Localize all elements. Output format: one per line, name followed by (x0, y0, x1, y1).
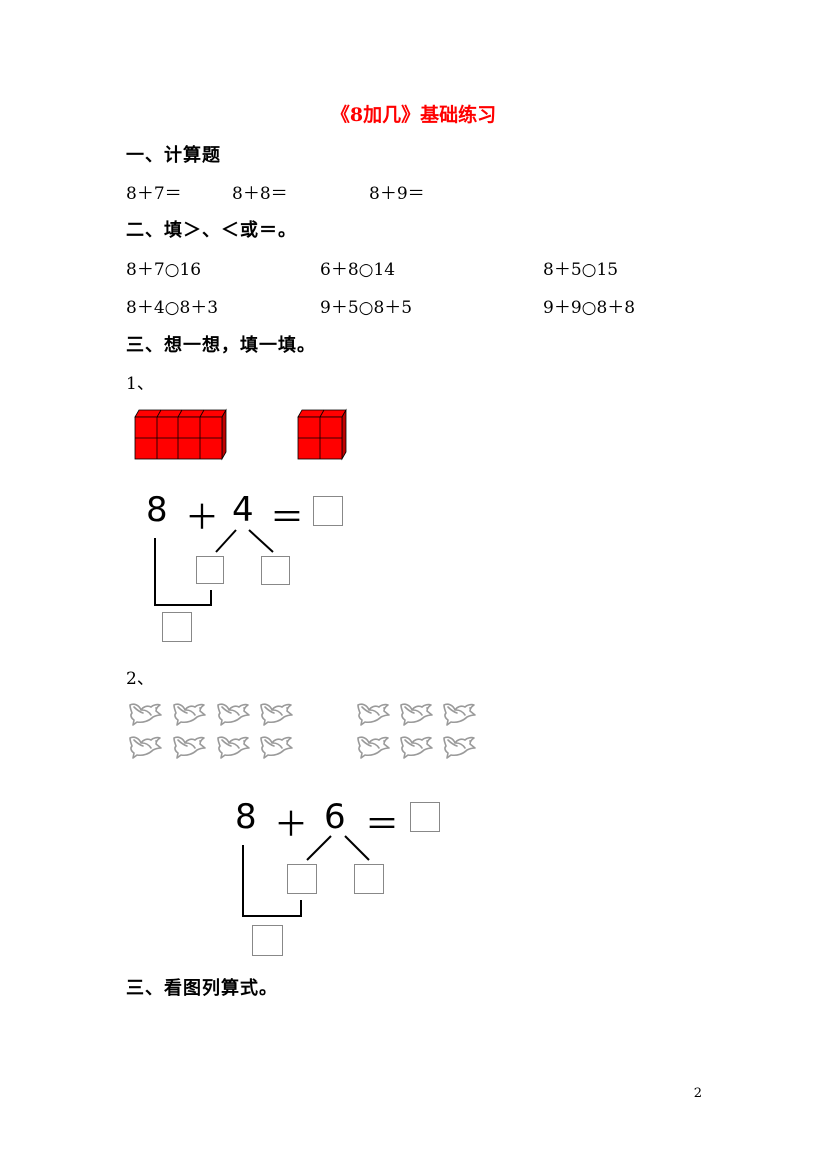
compare-item: 6＋8○14 (320, 260, 396, 280)
section-heading-compare: 二、填＞、＜或＝。 (126, 220, 297, 241)
problem-label: 1、 (126, 374, 154, 394)
answer-box[interactable] (196, 556, 224, 584)
section-heading-calc: 一、计算题 (126, 145, 221, 166)
cube-group-four (297, 408, 347, 461)
problem-label: 2、 (126, 669, 154, 689)
equation-equals: ＝ (270, 498, 304, 538)
compare-item: 9＋9○8＋8 (543, 298, 636, 318)
answer-box[interactable] (261, 556, 290, 585)
equation-equals: ＝ (365, 805, 399, 845)
compare-item: 8＋5○15 (543, 260, 619, 280)
compare-item: 8＋4○8＋3 (126, 298, 219, 318)
equation-term: 6 (324, 797, 346, 837)
calc-item: 8＋7＝ (126, 184, 182, 204)
page-number: 2 (693, 1086, 702, 1101)
equation-term: 8 (146, 490, 168, 530)
decomposition-lines-1 (154, 529, 274, 606)
page-title: 《8加几》基础练习 (330, 104, 497, 126)
answer-box[interactable] (410, 802, 440, 832)
cube-group-eight (134, 408, 227, 461)
decomposition-lines-2 (242, 835, 370, 917)
answer-box[interactable] (313, 496, 343, 526)
equation-term: 8 (235, 797, 257, 837)
answer-box[interactable] (252, 925, 283, 956)
compare-item: 9＋5○8＋5 (320, 298, 413, 318)
calc-item: 8＋9＝ (369, 184, 425, 204)
answer-box[interactable] (287, 864, 317, 894)
section-heading-think: 三、想一想，填一填。 (126, 335, 316, 356)
calc-item: 8＋8＝ (232, 184, 288, 204)
answer-box[interactable] (162, 612, 192, 642)
equation-operator: ＋ (274, 805, 308, 845)
dove-group-right (357, 703, 476, 759)
compare-item: 8＋7○16 (126, 260, 202, 280)
dove-group-left (129, 703, 293, 759)
equation-term: 4 (232, 490, 254, 530)
answer-box[interactable] (354, 864, 384, 894)
equation-operator: ＋ (185, 498, 219, 538)
section-heading-picture: 三、看图列算式。 (126, 978, 278, 999)
